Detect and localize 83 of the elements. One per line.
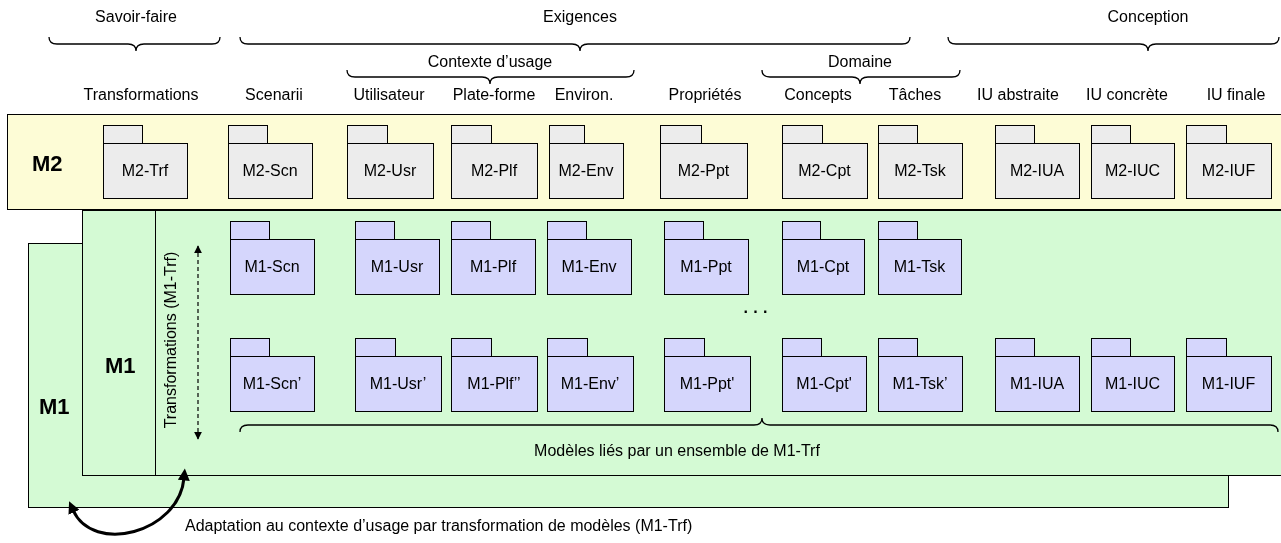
package-name: M2-IUF: [1201, 161, 1256, 180]
group-heading: Domaine: [828, 53, 892, 71]
package-symbol: [781, 337, 867, 412]
column-heading: Scenarii: [245, 86, 303, 104]
package-name: M1-Ppt: [680, 257, 732, 276]
package-name: M1-Plf’’: [467, 374, 521, 393]
package-symbol: [781, 220, 865, 295]
package-name: M2-Tsk: [894, 161, 946, 180]
column-heading: Concepts: [784, 86, 852, 104]
package-symbol: [659, 124, 748, 199]
package-name: M1-Tsk: [893, 257, 946, 276]
level-band: [7, 114, 1281, 210]
column-title: Transformations (M1-Trf): [161, 251, 180, 428]
level-label: M1: [105, 353, 136, 379]
package-name: M2-Scn: [242, 161, 298, 180]
package-symbol: [354, 337, 442, 412]
package-symbol: [229, 337, 315, 412]
bracket-caption: Modèles liés par un ensemble de M1-Trf: [534, 442, 820, 460]
package-name: M1-Tsk’: [892, 374, 948, 393]
level-panel: [82, 210, 1281, 476]
package-name: M1-Cpt: [796, 257, 850, 276]
package-name: M2-IUA: [1009, 161, 1065, 180]
package-symbol: [229, 220, 315, 295]
package-symbol: [877, 220, 962, 295]
ellipsis: · · ·: [743, 303, 769, 321]
package-name: M2-Trf: [121, 161, 169, 180]
package-name: M1-Plf: [469, 257, 517, 276]
package-name: M1-Usr’: [369, 374, 427, 393]
column-heading: Tâches: [888, 86, 942, 104]
package-symbol: [346, 124, 434, 199]
package-symbol: [1090, 124, 1175, 199]
caption: Adaptation au contexte d’usage par transformation de modèles (M1-Trf): [185, 517, 693, 535]
package-symbol: [548, 124, 624, 199]
package-name: M2-Env: [558, 161, 614, 180]
column-heading: Transformations: [83, 86, 199, 104]
package-name: M1-Cpt': [796, 374, 852, 393]
package-symbol: [663, 337, 751, 412]
package-symbol: [450, 124, 538, 199]
level-label: M1: [39, 394, 70, 420]
package-name: M1-Scn’: [242, 374, 302, 393]
curved-arrow: [67, 468, 190, 536]
column-heading: IU abstraite: [977, 86, 1059, 104]
group-heading: Contexte d’usage: [427, 53, 553, 71]
package-symbol: [994, 337, 1080, 412]
package-symbol: [450, 337, 538, 412]
package-name: M2-Ppt: [677, 161, 730, 180]
package-symbol: [877, 124, 963, 199]
package-name: M2-Cpt: [798, 161, 851, 180]
level-label: M2: [32, 151, 63, 177]
package-symbol: [1185, 337, 1272, 412]
package-name: M1-Scn: [244, 257, 300, 276]
package-name: M1-IUF: [1201, 374, 1256, 393]
package-symbol: [354, 220, 440, 295]
group-heading: Conception: [1107, 8, 1189, 26]
package-symbol: [546, 220, 632, 295]
package-name: M2-Plf: [470, 161, 518, 180]
package-symbol: [663, 220, 749, 295]
group-heading: Savoir-faire: [95, 8, 177, 26]
package-name: M1-IUC: [1104, 374, 1161, 393]
package-name: M1-IUA: [1009, 374, 1065, 393]
package-symbol: [102, 124, 188, 199]
package-symbol: [546, 337, 634, 412]
package-name: M1-Env’: [560, 374, 620, 393]
package-symbol: [227, 124, 313, 199]
column-heading: IU finale: [1206, 86, 1266, 104]
package-symbol: [1185, 124, 1272, 199]
package-name: M1-Ppt': [679, 374, 735, 393]
package-symbol: [450, 220, 536, 295]
package-name: M2-Usr: [363, 161, 417, 180]
column-heading: Propriétés: [668, 86, 742, 104]
group-heading: Exigences: [543, 8, 617, 26]
package-name: M1-Usr: [370, 257, 424, 276]
column-heading: Environ.: [554, 86, 614, 104]
package-symbol: [877, 337, 963, 412]
column-heading: Plate-forme: [452, 86, 536, 104]
package-symbol: [781, 124, 868, 199]
column-heading: Utilisateur: [353, 86, 425, 104]
column-heading: IU concrète: [1086, 86, 1168, 104]
package-symbol: [994, 124, 1080, 199]
package-symbol: [1090, 337, 1175, 412]
package-name: M2-IUC: [1104, 161, 1161, 180]
package-name: M1-Env: [561, 257, 617, 276]
level-panel: [28, 243, 83, 508]
